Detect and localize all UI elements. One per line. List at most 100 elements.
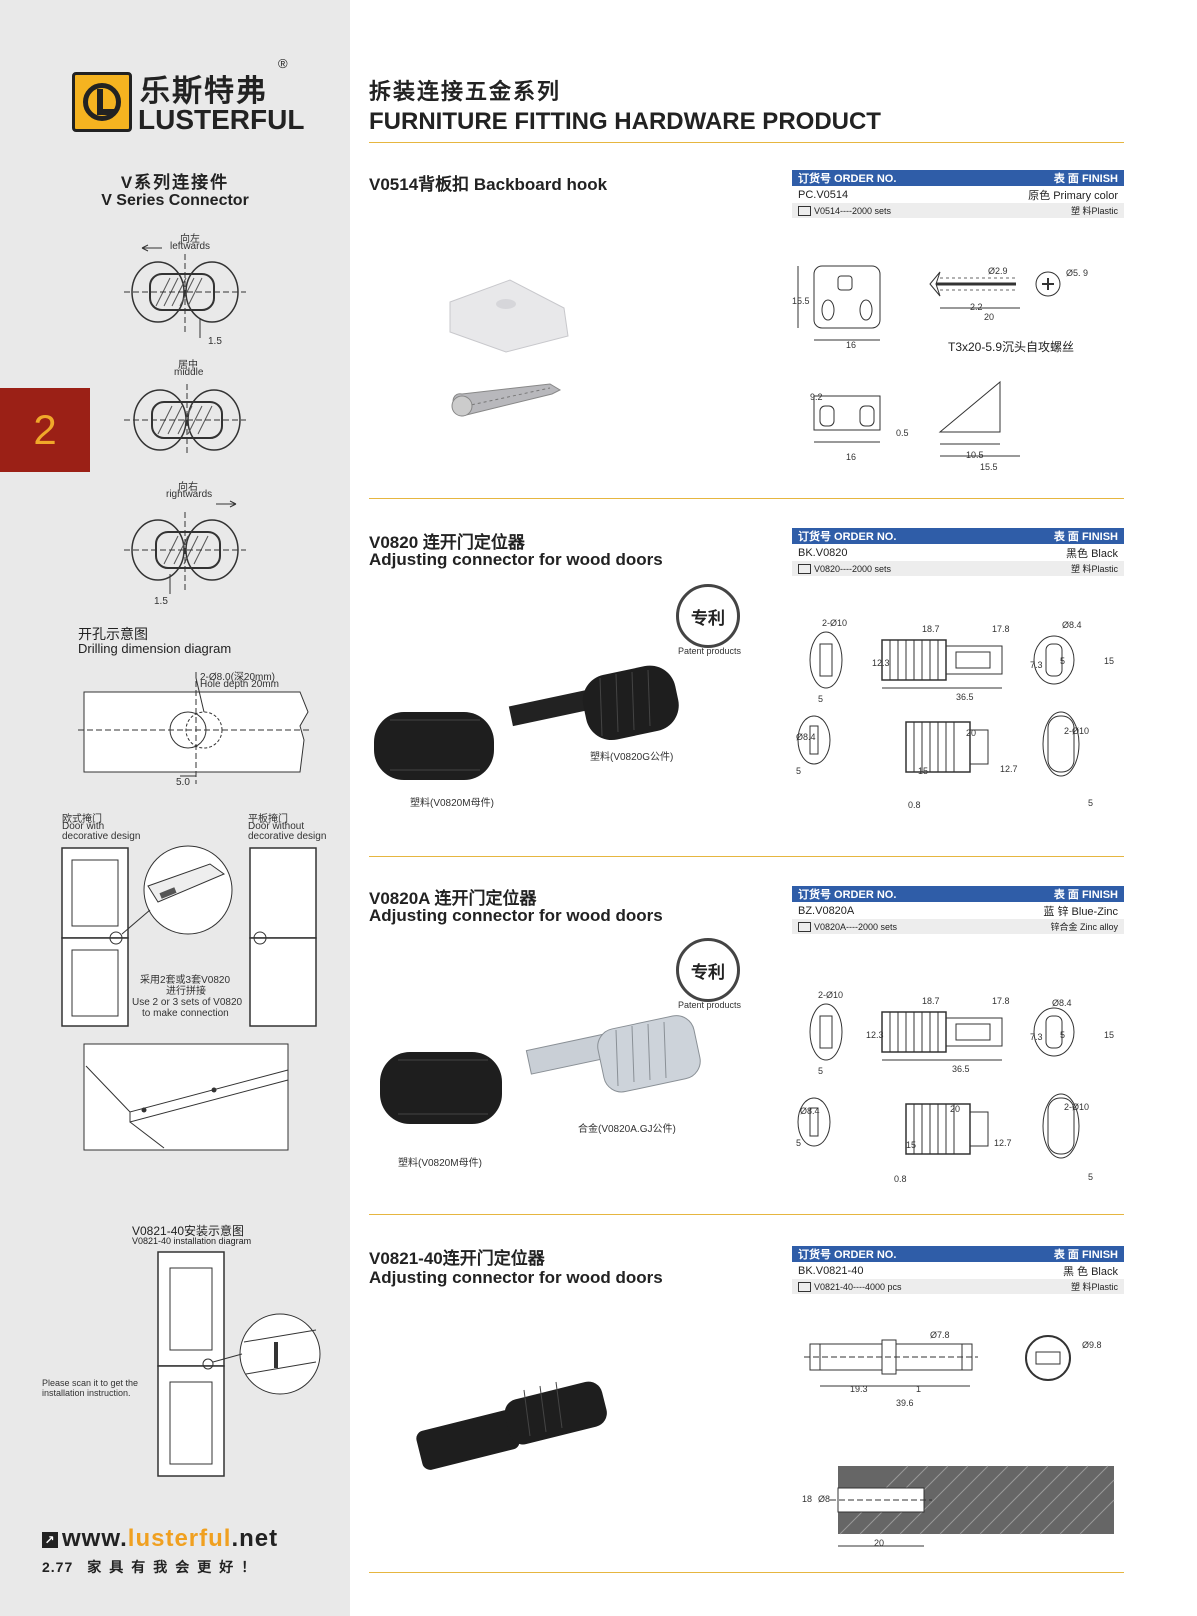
- slogan-text: 家具有我会更好！: [87, 1559, 264, 1575]
- dim-821-h: 20: [874, 1538, 885, 1548]
- order-header: 订货号 ORDER NO. 表 面 FINISH: [792, 528, 1124, 544]
- series-title-cn: V系列连接件: [120, 173, 230, 192]
- product-3-title: V0820A 连开门定位器: [369, 889, 537, 908]
- website-icon: ↗: [42, 1532, 58, 1548]
- logo-mark-icon: [72, 72, 132, 132]
- drill-note-2: Hole depth 20mm: [200, 679, 279, 690]
- part-g-label: 合金(V0820A.GJ公件): [578, 1124, 676, 1135]
- door2-en-1: Door without: [248, 821, 305, 832]
- order-row: BZ.V0820A 蓝 锌 Blue-Zinc: [792, 902, 1124, 919]
- scan-note-2: installation instruction.: [42, 1388, 131, 1398]
- dir-right-en: rightwards: [166, 489, 213, 500]
- order-no-label: 订货号 ORDER NO.: [798, 173, 897, 185]
- install-title-en: V0821-40 installation diagram: [132, 1236, 252, 1246]
- dim-820a-11: Ø8.4: [800, 1106, 820, 1116]
- dim-820a-3: 17.8: [992, 996, 1010, 1006]
- scan-note-1: Please scan it to get the: [42, 1378, 139, 1388]
- dim-820a-12: 5: [796, 1138, 802, 1148]
- v0820a-dimension-drawings: [797, 1003, 1080, 1159]
- part-m-label: 塑料(V0820M母件): [410, 798, 494, 809]
- dim-820a-4: Ø8.4: [1052, 998, 1072, 1008]
- dim-820-3: 17.8: [992, 624, 1010, 634]
- dim-820a-13: 20: [950, 1104, 961, 1114]
- door1-cn: 欧式掩门: [62, 814, 102, 825]
- v0820a-product-image: [380, 1015, 701, 1124]
- dim-820-4: Ø8.4: [1062, 620, 1082, 630]
- dim-820-15: 12.7: [1000, 764, 1018, 774]
- dim-821-b: Ø9.8: [1082, 1340, 1102, 1350]
- v0821-dimension-drawings: [804, 1335, 1115, 1547]
- dim-820-18: 5: [1088, 798, 1094, 808]
- order-no: BZ.V0820A: [798, 904, 855, 917]
- dim-821-c: 19.3: [850, 1384, 868, 1394]
- order-header: 订货号 ORDER NO.表 面 FINISH: [792, 1246, 1124, 1262]
- dim-820-5: 12.3: [872, 658, 890, 668]
- dim-820a-10: 36.5: [952, 1064, 970, 1074]
- divider: [369, 498, 1124, 499]
- dim-820a-9: 15: [1104, 1030, 1115, 1040]
- dim-821-g: Ø8: [818, 1494, 831, 1504]
- drill-title-cn: 开孔示意图: [78, 626, 148, 642]
- dim-j: 10.5: [966, 450, 984, 460]
- dim-820a-8: 5: [1060, 1030, 1066, 1040]
- material: 塑 料Plastic: [1070, 1282, 1118, 1292]
- pack: V0820A----2000 sets: [814, 921, 898, 932]
- dim-820-1: 2-Ø10: [822, 618, 848, 628]
- door1-en-2: decorative design: [62, 831, 141, 842]
- dim-d: Ø5. 9: [1066, 268, 1089, 278]
- use-note-cn-1: 采用2套或3套V0820: [140, 975, 231, 986]
- series-title-en: V Series Connector: [101, 192, 249, 209]
- door2-cn: 平板掩门: [248, 814, 288, 825]
- patent-label: 专利: [691, 608, 725, 628]
- patent-en: Patent products: [678, 646, 742, 656]
- sidebar: 乐斯特弗 ® LUSTERFUL V系列连接件 V Series Connect…: [0, 0, 350, 1616]
- v0820-product-image: [374, 665, 679, 780]
- order-no-label: 订货号 ORDER NO.: [798, 889, 897, 901]
- dim-1-5-bottom: 1.5: [154, 596, 168, 607]
- page-title-en: FURNITURE FITTING HARDWARE PRODUCT: [369, 108, 881, 135]
- registered-mark: ®: [278, 56, 288, 71]
- dim-820-2: 18.7: [922, 624, 940, 634]
- use-note-en-2: to make connection: [142, 1008, 229, 1019]
- dim-k: 15.5: [980, 462, 998, 472]
- drill-note-1: 2-Ø8.0(深20mm): [200, 672, 276, 683]
- door-connection-diagram: [61, 845, 317, 1027]
- dim-821-a: Ø7.8: [930, 1330, 950, 1340]
- divider: [369, 1572, 1124, 1573]
- chapter-tab: 2: [0, 388, 90, 472]
- finish: 蓝 锌 Blue-Zinc: [1043, 905, 1118, 918]
- dim-820-16: 0.8: [908, 800, 921, 810]
- finish-label: 表 面 FINISH: [1053, 1249, 1118, 1261]
- divider: [369, 1214, 1124, 1215]
- dim-g: 9.2: [810, 392, 823, 402]
- order-no: BK.V0820: [798, 546, 848, 559]
- website[interactable]: ↗www.lusterful.net: [42, 1525, 278, 1553]
- dim-820a-6: 5: [818, 1066, 824, 1076]
- door2-en-2: decorative design: [248, 831, 327, 842]
- dim-820-13: 20: [966, 728, 977, 738]
- patent-badge: 专利: [676, 938, 740, 1002]
- connector-middle-diagram: [124, 384, 246, 456]
- door1-en-1: Door with: [62, 821, 105, 832]
- package-icon: [798, 921, 811, 932]
- order-no-label: 订货号 ORDER NO.: [798, 531, 897, 543]
- package-icon: [798, 563, 811, 574]
- dim-e: 2.2: [970, 302, 983, 312]
- dir-mid-en: middle: [174, 367, 204, 378]
- product-3-subtitle: Adjusting connector for wood doors: [369, 906, 663, 925]
- finish-label: 表 面 FINISH: [1053, 531, 1118, 543]
- patent-label: 专利: [691, 962, 725, 982]
- dim-820a-2: 18.7: [922, 996, 940, 1006]
- material: 塑 料Plastic: [1070, 206, 1118, 216]
- package-icon: [798, 205, 811, 216]
- install-title-cn: V0821-40安装示意图: [132, 1224, 245, 1238]
- installation-diagram: [157, 1251, 321, 1477]
- panel-joint-diagram: [83, 1043, 289, 1151]
- part-g-label: 塑料(V0820G公件): [590, 752, 674, 763]
